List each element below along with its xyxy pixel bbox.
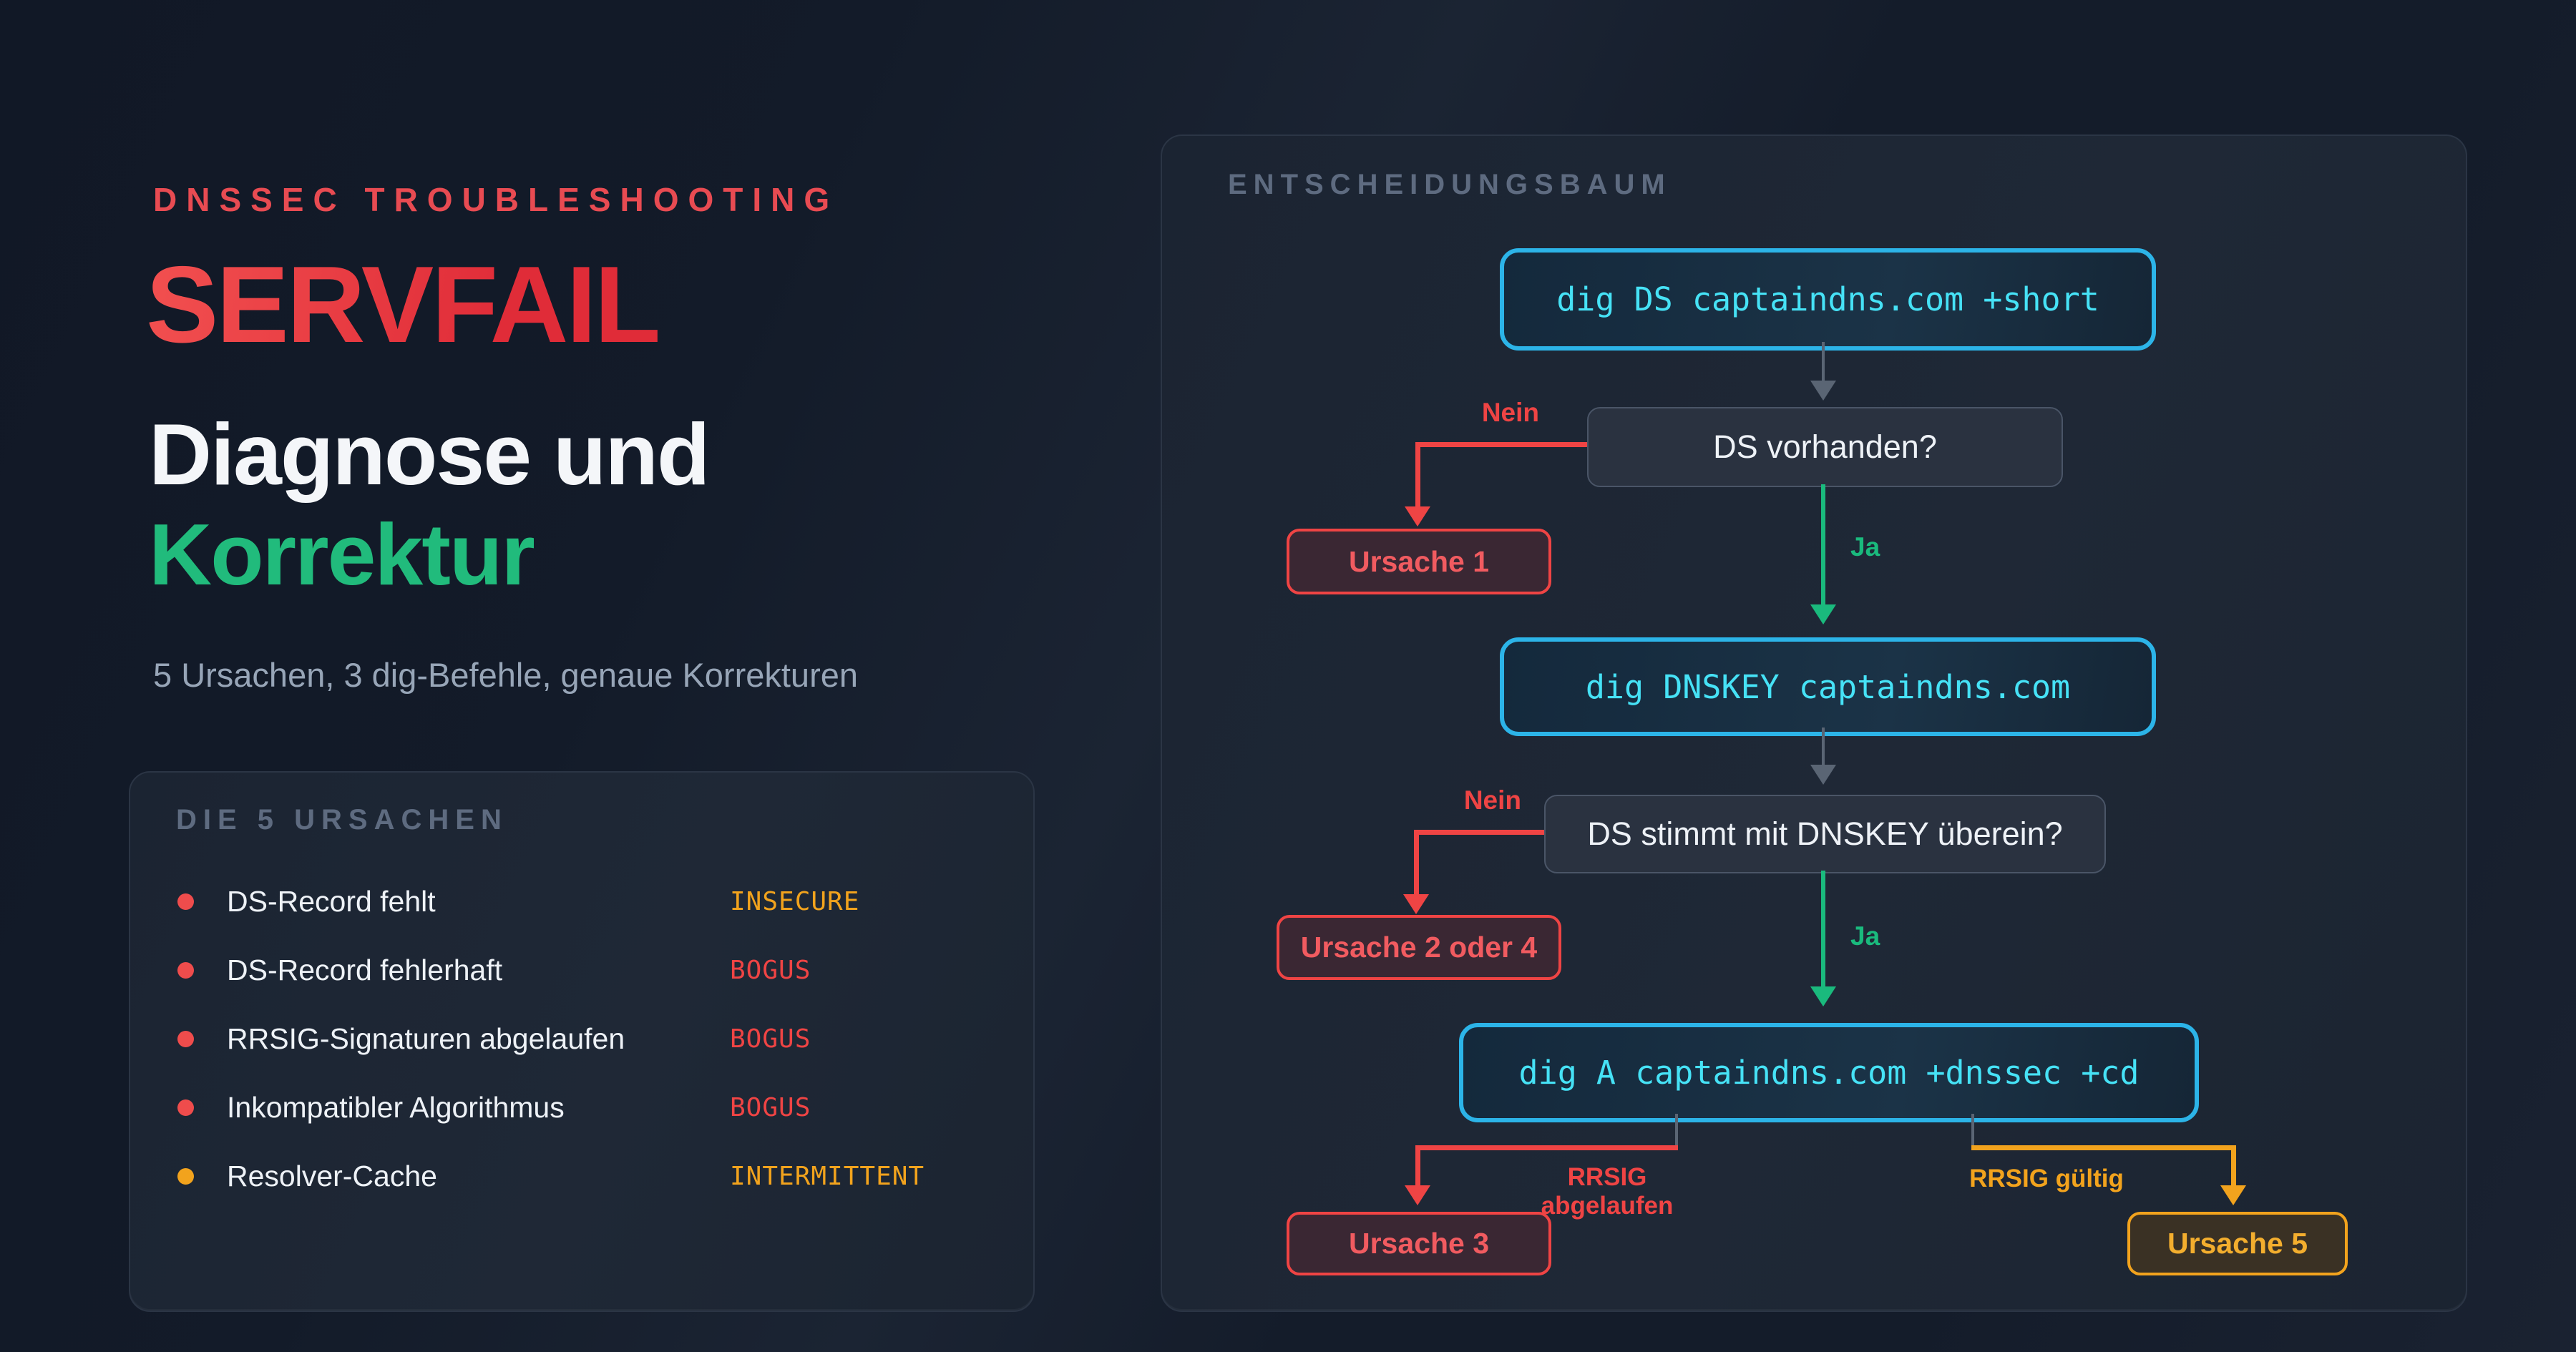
status-dot-icon — [177, 1099, 194, 1116]
status-dot-icon — [177, 1167, 194, 1185]
status-badge: INSECURE — [730, 886, 860, 916]
tagline: 5 Ursachen, 3 dig-Befehle, genaue Korrek… — [153, 656, 859, 694]
cause-label: Resolver-Cache — [227, 1159, 437, 1192]
connector-line — [1822, 728, 1825, 766]
question-node-ds-matches-dnskey: DS stimmt mit DNSKEY überein? — [1544, 795, 2106, 873]
status-badge: BOGUS — [730, 1024, 811, 1054]
question-text: DS stimmt mit DNSKEY überein? — [1587, 815, 2063, 852]
status-badge: INTERMITTENT — [730, 1161, 925, 1191]
status-dot-icon — [177, 893, 194, 910]
outcome-node-ursache-2-4: Ursache 2 oder 4 — [1277, 915, 1561, 980]
outcome-node-ursache-5: Ursache 5 — [2127, 1212, 2348, 1275]
cause-label: DS-Record fehlerhaft — [227, 953, 503, 986]
tree-card-title: ENTSCHEIDUNGSBAUM — [1228, 169, 1672, 200]
outcome-text: Ursache 3 — [1348, 1227, 1489, 1260]
connector-line — [1971, 1145, 2236, 1150]
edge-label-yes: Ja — [1850, 532, 1880, 562]
edge-label-no: Nein — [1463, 785, 1521, 815]
arrow-down-icon — [1403, 894, 1429, 914]
list-item: DS-Record fehlerhaft BOGUS — [177, 947, 1000, 993]
status-dot-icon — [177, 961, 194, 979]
cause-label: Inkompatibler Algorithmus — [227, 1090, 565, 1124]
connector-line — [1415, 1145, 1420, 1187]
kicker-label: DNSSEC TROUBLESHOOTING — [153, 181, 839, 218]
connector-line — [1821, 484, 1825, 606]
outcome-text: Ursache 5 — [2167, 1227, 2308, 1260]
subtitle-line1: Diagnose und — [149, 406, 711, 503]
connector-line — [1971, 1114, 1974, 1148]
connector-line — [1414, 830, 1544, 835]
arrow-down-icon — [1810, 604, 1836, 624]
cause-label: DS-Record fehlt — [227, 884, 436, 918]
command-text: dig DS captaindns.com +short — [1556, 280, 2099, 318]
question-text: DS vorhanden? — [1713, 428, 1937, 465]
connector-line — [1675, 1114, 1678, 1148]
question-node-ds-present: DS vorhanden? — [1587, 407, 2063, 487]
connector-line — [1415, 1145, 1678, 1150]
arrow-down-icon — [1810, 986, 1836, 1006]
causes-card-title: DIE 5 URSACHEN — [176, 804, 508, 836]
edge-label-rrsig-valid: RRSIG gültig — [1969, 1165, 2124, 1192]
list-item: Resolver-Cache INTERMITTENT — [177, 1153, 1000, 1199]
command-node-dig-dnskey: dig DNSKEY captaindns.com — [1500, 637, 2156, 736]
command-node-dig-ds: dig DS captaindns.com +short — [1500, 248, 2156, 351]
status-dot-icon — [177, 1030, 194, 1047]
list-item: DS-Record fehlt INSECURE — [177, 878, 1000, 924]
outcome-node-ursache-3: Ursache 3 — [1287, 1212, 1551, 1275]
outcome-text: Ursache 2 oder 4 — [1300, 931, 1538, 964]
status-badge: BOGUS — [730, 955, 811, 985]
connector-line — [1821, 871, 1825, 988]
command-text: dig DNSKEY captaindns.com — [1585, 667, 2071, 706]
connector-line — [1414, 830, 1419, 896]
connector-line — [2231, 1145, 2236, 1187]
edge-label-no: Nein — [1481, 398, 1539, 427]
arrow-down-icon — [1405, 1185, 1430, 1205]
status-badge: BOGUS — [730, 1092, 811, 1122]
command-text: dig A captaindns.com +dnssec +cd — [1518, 1054, 2140, 1092]
arrow-down-icon — [2220, 1185, 2246, 1205]
edge-label-rrsig-expired: RRSIG abgelaufen — [1541, 1163, 1674, 1220]
connector-line — [1415, 442, 1587, 447]
connector-line — [1822, 342, 1825, 382]
command-node-dig-a-dnssec: dig A captaindns.com +dnssec +cd — [1459, 1023, 2199, 1122]
list-item: RRSIG-Signaturen abgelaufen BOGUS — [177, 1016, 1000, 1062]
arrow-down-icon — [1405, 506, 1430, 526]
page-title: SERVFAIL — [146, 244, 660, 366]
subtitle-line2: Korrektur — [149, 506, 535, 603]
outcome-text: Ursache 1 — [1348, 544, 1489, 578]
arrow-down-icon — [1810, 765, 1836, 785]
connector-line — [1415, 442, 1420, 509]
causes-card: DIE 5 URSACHEN — [129, 771, 1035, 1312]
cause-label: RRSIG-Signaturen abgelaufen — [227, 1022, 625, 1055]
arrow-down-icon — [1810, 381, 1836, 401]
edge-label-yes: Ja — [1850, 921, 1880, 951]
list-item: Inkompatibler Algorithmus BOGUS — [177, 1084, 1000, 1130]
outcome-node-ursache-1: Ursache 1 — [1287, 529, 1551, 594]
